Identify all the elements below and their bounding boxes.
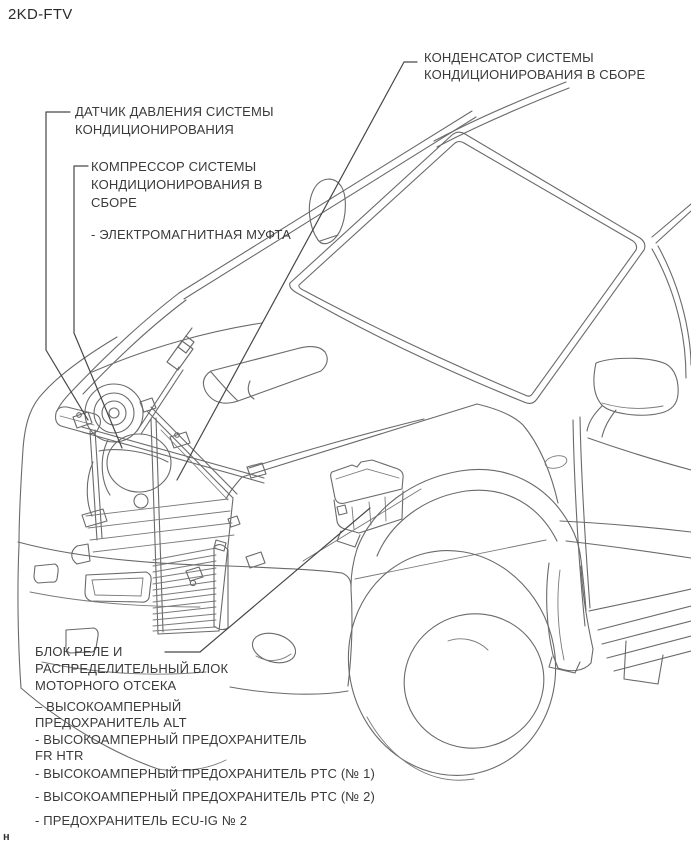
label-fuse-ptc2: - ВЫСОКОАМПЕРНЫЙ ПРЕДОХРАНИТЕЛЬ PTC (№ 2… — [35, 789, 376, 804]
pressure-sensor-drawing — [166, 340, 194, 371]
leader-pressure-sensor — [45, 111, 89, 421]
fog-lamp-drawing — [251, 632, 297, 664]
side-mirror-drawing — [586, 357, 679, 438]
label-fuse-fr-htr-line1: - ВЫСОКОАМПЕРНЫЙ ПРЕДОХРАНИТЕЛЬ — [35, 732, 307, 747]
label-pressure-sensor-line1: ДАТЧИК ДАВЛЕНИЯ СИСТЕМЫ — [75, 104, 274, 119]
label-compressor-line3: СБОРЕ — [91, 195, 137, 210]
leader-compressor — [73, 165, 123, 449]
label-pressure-sensor-line2: КОНДИЦИОНИРОВАНИЯ — [75, 122, 234, 137]
engine-code-label: 2KD-FTV — [8, 6, 73, 23]
windshield-drawing — [225, 131, 646, 504]
hood-scoop-drawing — [202, 346, 328, 404]
door-handle-drawing — [544, 455, 568, 469]
label-compressor-line1: КОМПРЕССОР СИСТЕМЫ — [91, 159, 257, 174]
headlight-drawing — [55, 406, 101, 435]
label-fuse-ecu-ig: - ПРЕДОХРАНИТЕЛЬ ECU-IG № 2 — [35, 813, 248, 828]
leader-condenser — [176, 61, 418, 481]
relay-block-drawing — [302, 459, 422, 562]
label-fuse-ptc1: - ВЫСОКОАМПЕРНЫЙ ПРЕДОХРАНИТЕЛЬ PTC (№ 1… — [35, 766, 376, 781]
label-relay-block-line2: РАСПРЕДЕЛИТЕЛЬНЫЙ БЛОК — [35, 661, 229, 676]
label-relay-block-line3: МОТОРНОГО ОТСЕКА — [35, 678, 177, 693]
leader-lines — [45, 61, 418, 653]
label-fuse-alt-line2: ПРЕДОХРАНИТЕЛЬ ALT — [35, 715, 187, 730]
bumper-drawing — [17, 541, 353, 772]
label-condenser-line2: КОНДИЦИОНИРОВАНИЯ В СБОРЕ — [424, 67, 646, 82]
antenna-drawing — [308, 178, 346, 245]
leader-relay-block — [164, 507, 371, 653]
label-fuse-alt-line1: – ВЫСОКОАМПЕРНЫЙ — [35, 699, 182, 714]
side-step-drawing — [588, 588, 691, 685]
condenser-drawing — [139, 397, 266, 635]
roof-drawing — [178, 81, 691, 379]
grille-drawing — [85, 498, 235, 553]
door-drawing — [544, 416, 691, 627]
condenser-fins-drawing — [152, 547, 217, 632]
label-fuse-fr-htr-line2: FR HTR — [35, 748, 84, 763]
front-wheel-drawing — [347, 469, 587, 781]
label-magnetic-clutch: - ЭЛЕКТРОМАГНИТНАЯ МУФТА — [91, 227, 291, 242]
page-footnote: н — [3, 831, 10, 843]
mud-flap-drawing — [546, 562, 594, 674]
compressor-drawing — [84, 327, 195, 509]
radiator-support-drawing — [71, 411, 267, 565]
label-relay-block-line1: БЛОК РЕЛЕ И — [35, 644, 123, 659]
label-condenser-line1: КОНДЕНСАТОР СИСТЕМЫ — [424, 50, 594, 65]
label-compressor-line2: КОНДИЦИОНИРОВАНИЯ В — [91, 177, 263, 192]
front-fender-drawing — [17, 336, 118, 689]
hood-drawing — [56, 292, 328, 412]
